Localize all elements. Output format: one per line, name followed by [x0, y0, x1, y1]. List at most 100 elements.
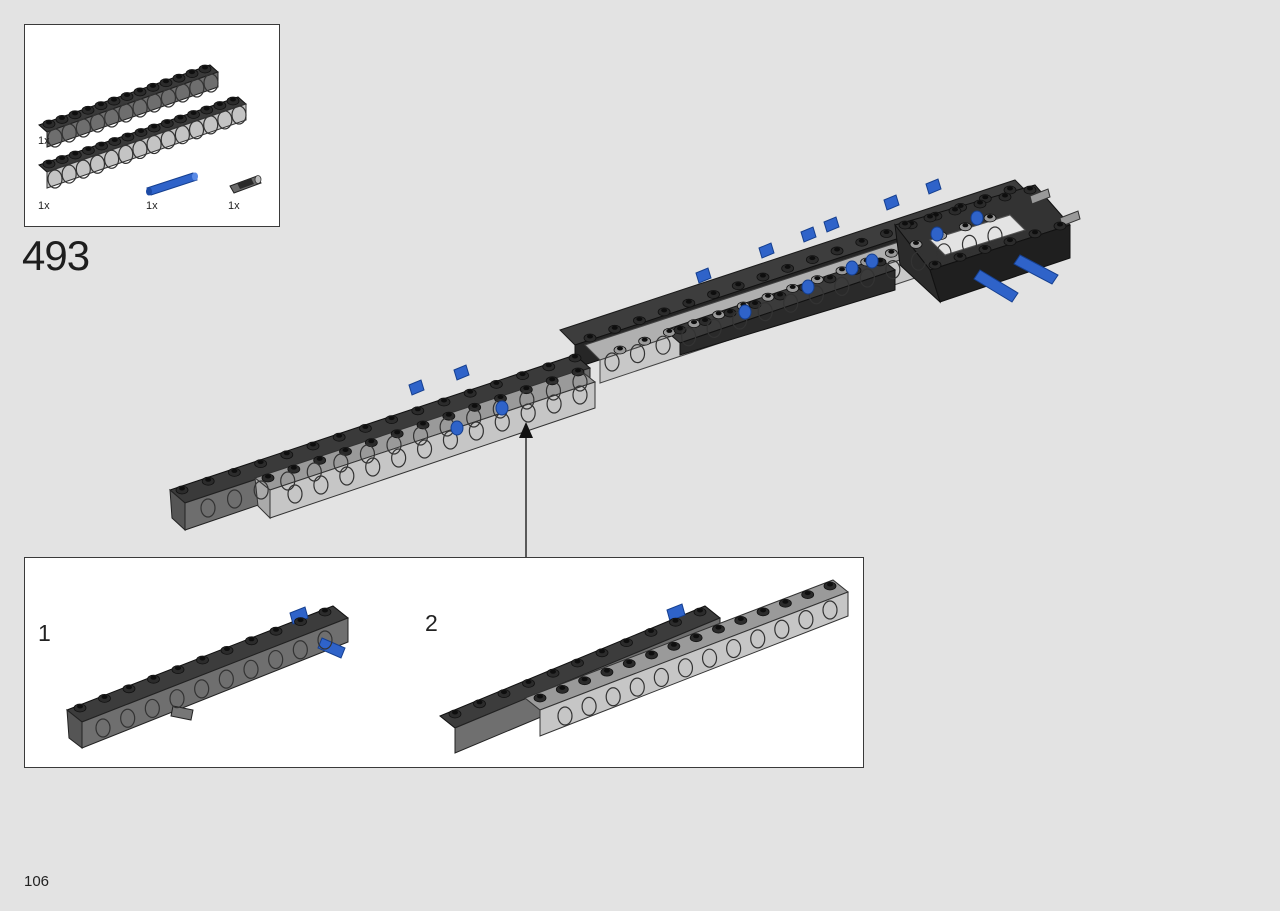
- sub-assembly-box: 1 2: [24, 557, 864, 768]
- blue-pin: [758, 242, 775, 259]
- stud-top: [737, 616, 744, 621]
- stud-top: [804, 591, 811, 596]
- stud-top: [581, 677, 588, 682]
- beam-hole: [605, 687, 621, 707]
- blue-pins-top: [408, 178, 984, 436]
- beam-hole: [442, 430, 459, 450]
- stud-top: [257, 460, 264, 465]
- dark-grey-beam-part: [38, 64, 219, 148]
- stud-top: [77, 704, 83, 709]
- beam-hole: [243, 659, 259, 679]
- beam-hole: [160, 88, 177, 108]
- beam-hole: [317, 630, 333, 650]
- stud-top: [697, 608, 703, 613]
- beam-hole: [313, 475, 329, 495]
- beam-hole: [629, 344, 646, 364]
- beam-hole: [391, 448, 407, 468]
- beam-hole: [572, 385, 588, 405]
- stud-top: [273, 627, 279, 632]
- stud-top: [1057, 222, 1063, 227]
- stud-top: [414, 407, 421, 412]
- blue-pin-end: [495, 400, 509, 416]
- beam-hole: [175, 83, 191, 103]
- beam-hole: [412, 426, 429, 446]
- stud-top: [809, 256, 816, 261]
- stud-top: [46, 160, 52, 165]
- stud-top: [175, 666, 181, 671]
- stud-top: [163, 79, 169, 84]
- stud-top: [715, 625, 722, 630]
- beam-hole: [75, 159, 91, 179]
- beam-hole: [520, 403, 536, 423]
- stud-top: [1027, 186, 1033, 191]
- beam-hole: [359, 444, 376, 464]
- sub-step-2-pins: [666, 603, 686, 622]
- light-grey-beam-left: [253, 369, 597, 520]
- stud-top: [1032, 230, 1038, 235]
- stud-top: [752, 301, 758, 305]
- stud-top: [310, 442, 316, 447]
- stud-top: [203, 106, 210, 111]
- beam-hole: [936, 243, 952, 263]
- light-grey-beam-part: [38, 96, 247, 189]
- stud-top: [617, 346, 623, 351]
- stud-top: [138, 129, 144, 133]
- stud-top: [265, 474, 271, 479]
- stud-top: [111, 97, 117, 102]
- beam-hole: [519, 390, 535, 410]
- stud-top: [189, 70, 195, 75]
- beam-hole: [226, 489, 243, 509]
- blue-pin: [695, 267, 712, 284]
- beam-hole: [144, 698, 160, 719]
- grey-pins-frame: [1029, 188, 1081, 227]
- stud-top: [85, 147, 92, 151]
- beam-hole: [203, 73, 219, 93]
- stud-top: [205, 477, 212, 482]
- stud-top: [493, 380, 500, 385]
- beam-hole: [95, 718, 111, 738]
- part-quantity: 1x: [38, 135, 50, 147]
- stud-top: [124, 133, 131, 138]
- stud-top: [641, 337, 648, 342]
- stud-top: [648, 651, 655, 656]
- beam-hole: [189, 78, 205, 98]
- part-quantity: 1x: [146, 200, 158, 212]
- stud-top: [913, 240, 919, 245]
- stud-top: [710, 290, 717, 295]
- beam-hole: [834, 276, 850, 296]
- stud-top: [297, 618, 304, 623]
- stud-top: [202, 65, 208, 70]
- stud-top: [476, 700, 483, 705]
- beam-hole: [629, 677, 645, 697]
- stud-top: [760, 608, 767, 613]
- stud-top: [177, 115, 184, 120]
- parts-list-illustration: [38, 64, 262, 196]
- beam-hole: [774, 619, 790, 639]
- sub-assembly-illustration: [66, 579, 849, 754]
- beam-hole: [132, 98, 148, 118]
- stud-top: [957, 253, 963, 258]
- stud-top: [224, 646, 230, 651]
- stud-top: [283, 451, 290, 456]
- stud-top: [987, 214, 993, 219]
- beam-hole: [61, 123, 77, 143]
- stud-top: [523, 386, 530, 391]
- beam-hole: [118, 103, 134, 123]
- stud-top: [677, 326, 683, 331]
- beam-hole: [750, 629, 766, 649]
- beam-hole: [339, 466, 355, 486]
- stud-top: [982, 245, 988, 250]
- stud-top: [666, 328, 673, 333]
- stud-top: [932, 261, 938, 266]
- blue-pin-end: [930, 226, 944, 242]
- stud-top: [623, 639, 630, 644]
- beam-hole: [287, 484, 303, 504]
- stud-top: [858, 238, 865, 243]
- stud-top: [834, 247, 841, 252]
- stud-top: [1007, 186, 1013, 191]
- stud-top: [59, 115, 65, 120]
- beam-hole: [89, 113, 106, 133]
- beam-hole: [572, 372, 588, 392]
- stud-top: [952, 207, 958, 212]
